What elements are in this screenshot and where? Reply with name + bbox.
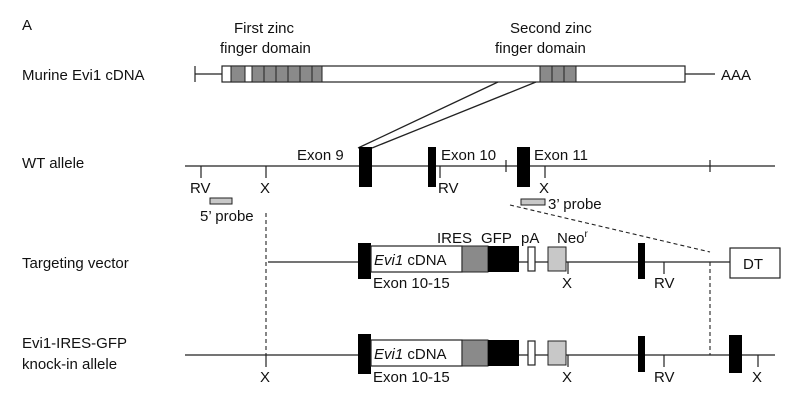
tv-exon-block: [358, 243, 371, 279]
ki-neo-box: [547, 340, 567, 366]
tv-exons-label: Exon 10-15: [373, 275, 450, 292]
ki-pa-box: [527, 340, 536, 366]
tv-gfp-label: GFP: [481, 230, 512, 247]
zf1-block: [251, 65, 265, 83]
tv-x-label: X: [562, 275, 572, 292]
tv-cdna-label: Evi1 cDNA: [374, 252, 447, 269]
zf1-block: [311, 65, 323, 83]
tv-label: Targeting vector: [22, 255, 129, 272]
zf1-block: [275, 65, 289, 83]
wt-exon11: [517, 147, 530, 187]
wt-exon9: [359, 147, 372, 187]
ki-x-label: X: [260, 369, 270, 386]
ki-gfp-box: [488, 340, 519, 366]
wt-exon10: [428, 147, 436, 187]
ki-x2-label: X: [562, 369, 572, 386]
polya-label: AAA: [721, 67, 751, 84]
tv-pa-box: [527, 246, 536, 272]
zf1-block: [263, 65, 277, 83]
ki-ires-box: [461, 339, 489, 367]
cdna-row: Murine Evi1 cDNA First zinc finger domai…: [22, 20, 751, 84]
tv-rv-label: RV: [654, 275, 675, 292]
ki-label-line2: knock-in allele: [22, 356, 117, 373]
probe5-label: 5’ probe: [200, 208, 254, 225]
zf2-block: [539, 65, 553, 83]
tv-neo-box: [547, 246, 567, 272]
probe5-box: [209, 197, 233, 205]
ki-3prime-exon-block: [729, 335, 742, 373]
ki-exon-block: [358, 334, 371, 374]
tv-cdna-box: [370, 245, 463, 273]
zoom-line: [371, 81, 537, 149]
probe3-box: [520, 198, 546, 206]
wt-rv2-label: RV: [438, 180, 459, 197]
ki-rv-label: RV: [654, 369, 675, 386]
zf2-block: [551, 65, 565, 83]
exon9-label: Exon 9: [297, 147, 344, 164]
targeting-vector-row: Targeting vector Evi1 cDNA IRES GFP pA N…: [22, 229, 781, 292]
ki-cdna-label: Evi1 cDNA: [374, 346, 447, 363]
domain2-title-line2: finger domain: [495, 40, 586, 57]
tv-dt-box: [729, 247, 781, 279]
zf2-block: [563, 65, 577, 83]
exon11-label: Exon 11: [534, 147, 588, 164]
domain1-title-line1: First zinc: [234, 20, 295, 37]
knockin-allele-row: Evi1-IRES-GFP knock-in allele X Evi1 cDN…: [22, 334, 775, 386]
exon10-label: Exon 10: [441, 147, 496, 164]
tv-ires-box: [461, 245, 489, 273]
panel-label: A: [22, 17, 32, 34]
tv-exon11-block: [638, 243, 645, 279]
ki-cdna-box: [370, 339, 463, 367]
zoom-line: [357, 81, 499, 149]
domain2-title-line1: Second zinc: [510, 20, 592, 37]
tv-pa-label: pA: [521, 230, 539, 247]
tv-dt-label: DT: [743, 256, 763, 273]
wt-x-label: X: [260, 180, 270, 197]
probe3-label: 3’ probe: [548, 196, 602, 213]
tv-neo-label: Neor: [557, 229, 589, 247]
cdna-label: Murine Evi1 cDNA: [22, 67, 145, 84]
ki-x3-label: X: [752, 369, 762, 386]
tv-gfp-box: [488, 246, 519, 272]
zf1-block: [230, 65, 246, 83]
tv-ires-label: IRES: [437, 230, 472, 247]
zf1-block: [299, 65, 313, 83]
wt-x2-label: X: [539, 180, 549, 197]
ki-label-line1: Evi1-IRES-GFP: [22, 335, 127, 352]
wt-label: WT allele: [22, 155, 84, 172]
zf1-block: [287, 65, 301, 83]
wt-rv-label: RV: [190, 180, 211, 197]
wt-allele-row: WT allele Exon 9 Exon 10 Exon 11 RV X RV…: [22, 147, 775, 225]
ki-exons-label: Exon 10-15: [373, 369, 450, 386]
ki-exon11-block: [638, 336, 645, 372]
domain1-title-line2: finger domain: [220, 40, 311, 57]
dashed-guide: [509, 204, 711, 253]
